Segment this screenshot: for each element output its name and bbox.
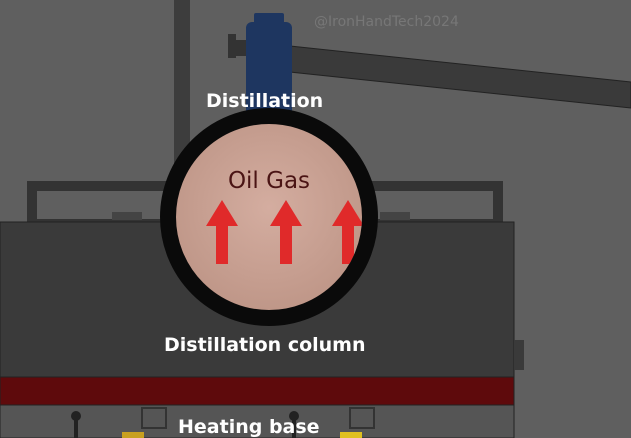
distillation-column-label: Distillation column (164, 334, 366, 356)
burner-window (141, 407, 167, 429)
vessel-port (380, 212, 410, 220)
distillation-label: Distillation (206, 90, 324, 112)
oil-gas-label: Oil Gas (227, 168, 311, 194)
watermark: @IronHandTech2024 (314, 14, 459, 30)
heating-band (0, 376, 515, 406)
blue-tank (246, 22, 292, 132)
blue-tank-cap (254, 13, 284, 25)
vessel-port (112, 212, 142, 220)
heating-base-label: Heating base (178, 416, 320, 438)
heating-base (0, 404, 515, 438)
up-arrow-icon (332, 200, 362, 264)
valve-icon (289, 411, 299, 438)
pipe-flange (228, 34, 236, 58)
burner-window (349, 407, 375, 429)
magnifier: Oil Gas (160, 108, 378, 326)
valve-icon (71, 411, 81, 438)
up-arrow-icon (270, 200, 302, 264)
flame-icon (340, 432, 362, 438)
condenser-pipe (289, 45, 631, 109)
up-arrow-icon (206, 200, 238, 264)
side-fitting (514, 340, 524, 370)
flame-icon (122, 432, 144, 438)
